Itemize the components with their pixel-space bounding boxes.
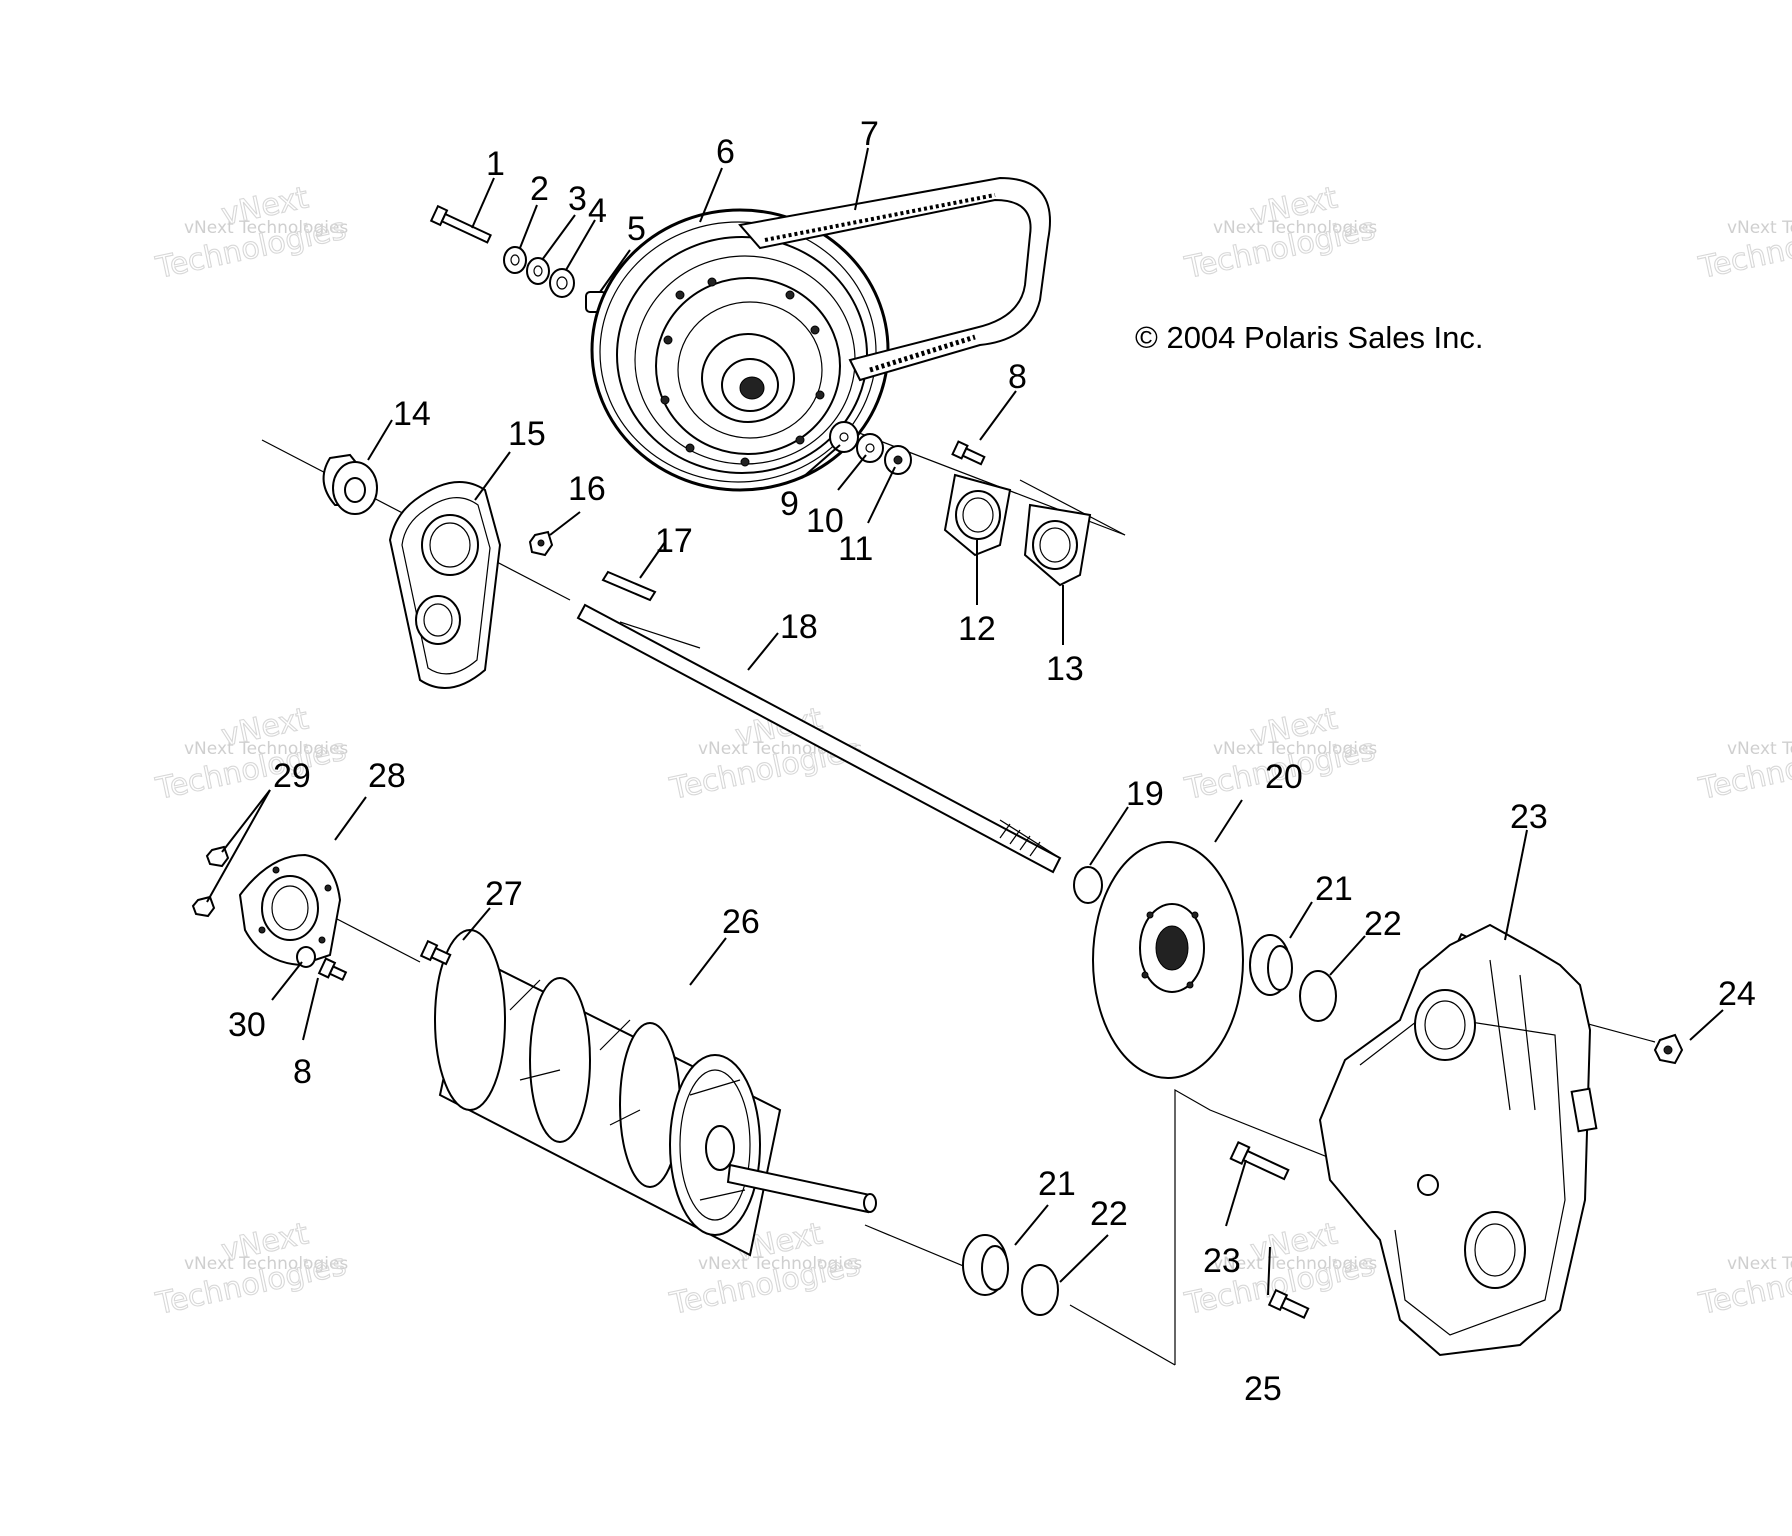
callout-16: 16 <box>568 470 606 508</box>
svg-text:vNext Technologies: vNext Technologies <box>698 1254 862 1274</box>
callout-22-lower: 22 <box>1090 1195 1128 1233</box>
leader-lines <box>206 147 1724 1296</box>
drive-belt-part-7 <box>738 176 1051 382</box>
nut-part-24 <box>1653 1033 1684 1065</box>
watermark: vNext Technologies vNext Technologies <box>152 701 350 808</box>
chaincase-plate-part-15 <box>388 481 502 689</box>
callout-25: 25 <box>1244 1370 1282 1408</box>
washer-part-3 <box>526 257 550 285</box>
callout-22: 22 <box>1364 905 1402 943</box>
o-ring-part-22 <box>1299 970 1337 1022</box>
callout-12: 12 <box>958 610 996 648</box>
callout-21: 21 <box>1315 870 1353 908</box>
chaincase-housing <box>1318 923 1598 1357</box>
callout-15: 15 <box>508 415 546 453</box>
callout-9: 9 <box>780 485 799 523</box>
washer-part-4 <box>549 268 575 298</box>
callout-24: 24 <box>1718 975 1756 1013</box>
callout-11: 11 <box>838 530 873 568</box>
sprocket-disc-part-20 <box>1092 841 1244 1079</box>
pin-part-27 <box>419 939 452 966</box>
callout-18: 18 <box>780 608 818 646</box>
o-ring-part-22-lower <box>1021 1264 1059 1316</box>
callout-17: 17 <box>655 522 693 560</box>
svg-text:vNext Technologies: vNext Technologies <box>184 218 348 238</box>
callout-21-lower: 21 <box>1038 1165 1076 1203</box>
callout-5: 5 <box>627 210 646 248</box>
callout-26: 26 <box>722 903 760 941</box>
bearing-part-21 <box>1249 934 1293 996</box>
callout-7: 7 <box>860 115 879 153</box>
key-part-17 <box>601 570 657 602</box>
callout-27: 27 <box>485 875 523 913</box>
callout-13: 13 <box>1046 650 1084 688</box>
svg-text:vNext Technologies: vNext Technologies <box>184 739 348 759</box>
callout-4: 4 <box>588 192 607 230</box>
svg-text:vNext Technologies: vNext Technologies <box>1213 739 1377 759</box>
shaft-part-18 <box>576 603 1062 874</box>
washer-part-2 <box>503 246 527 274</box>
bearing-part-14 <box>322 453 378 515</box>
callout-10: 10 <box>806 502 844 540</box>
callout-3: 3 <box>568 180 587 218</box>
callout-2: 2 <box>530 170 549 208</box>
callout-8-lower: 8 <box>293 1053 312 1091</box>
flangette-part-12 <box>943 473 1012 557</box>
washer-part-9 <box>829 421 859 453</box>
callout-29: 29 <box>273 757 311 795</box>
callout-28: 28 <box>368 757 406 795</box>
flangette-part-13 <box>1023 503 1092 587</box>
watermark: vNext Technologies vNext Technologies <box>152 180 350 287</box>
callout-20: 20 <box>1265 758 1303 796</box>
watermark: vNext Technologies Technologies <box>1695 211 1792 287</box>
watermark: vNext Technologies vNext Technologies <box>666 1216 864 1323</box>
watermark: vNext Technologies vNext Technologies <box>1181 180 1379 287</box>
svg-text:vNext Technologies: vNext Technologies <box>1727 218 1792 238</box>
nut-part-29-second <box>191 895 216 918</box>
callout-8: 8 <box>1008 358 1027 396</box>
washer-part-10 <box>856 433 884 463</box>
watermark: vNext Technologies vNext Technologies <box>152 1216 350 1323</box>
callout-23: 23 <box>1510 798 1548 836</box>
bolt-part-8 <box>951 440 986 466</box>
bolt-part-23-lower <box>1229 1140 1290 1181</box>
bearing-part-21-lower <box>962 1234 1009 1296</box>
drive-shaft-part-26 <box>434 929 877 1257</box>
watermark: vNext Technologies Technologies <box>1695 1247 1792 1323</box>
watermark: vNext Technologies Technologies <box>1695 732 1792 808</box>
svg-text:vNext Technologies: vNext Technologies <box>1727 1254 1792 1274</box>
bolt-part-25 <box>1267 1288 1310 1319</box>
svg-text:vNext Technologies: vNext Technologies <box>1213 1254 1377 1274</box>
callout-6: 6 <box>716 133 735 171</box>
o-ring-part-19 <box>1073 866 1103 904</box>
watermarks: vNext Technologies vNext Technologies vN… <box>152 180 1792 1323</box>
svg-text:vNext Technologies: vNext Technologies <box>1727 739 1792 759</box>
callout-1: 1 <box>486 145 505 183</box>
svg-text:vNext Technologies: vNext Technologies <box>1213 218 1377 238</box>
bolt-part-1 <box>429 204 492 244</box>
bolt-part-8-lower <box>317 957 348 981</box>
callout-30: 30 <box>228 1006 266 1044</box>
nut-part-16 <box>528 530 554 557</box>
svg-text:vNext Technologies: vNext Technologies <box>184 1254 348 1274</box>
callout-labels: 1 2 3 4 5 6 7 8 9 10 11 12 13 14 15 16 1… <box>228 115 1756 1408</box>
callout-23-lower: 23 <box>1203 1242 1241 1280</box>
driven-clutch-part-6 <box>590 208 890 492</box>
callout-19: 19 <box>1126 775 1164 813</box>
callout-14: 14 <box>393 395 431 433</box>
copyright-notice: © 2004 Polaris Sales Inc. <box>1135 320 1484 355</box>
bearing-flange-part-28 <box>238 853 342 967</box>
